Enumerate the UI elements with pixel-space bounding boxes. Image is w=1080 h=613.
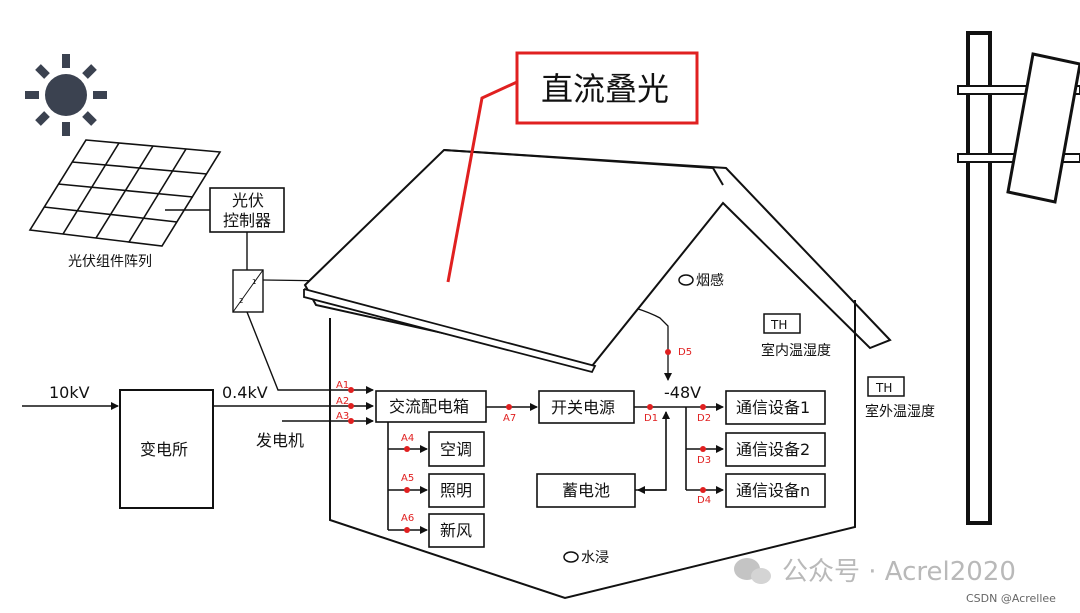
point-d1-label: D1 xyxy=(644,413,658,424)
water-sensor-icon xyxy=(563,551,579,563)
point-a4-label: A4 xyxy=(401,433,414,444)
title-callout-text: 直流叠光 xyxy=(541,70,669,108)
bus-voltage-label: 0.4kV xyxy=(222,383,268,402)
load-lighting-label: 照明 xyxy=(440,481,472,500)
telecom-n-box xyxy=(725,473,826,508)
load-ac-box xyxy=(428,431,485,467)
utility-pole-icon xyxy=(957,31,1080,525)
ac-box-label: 交流配电箱 xyxy=(389,397,469,416)
point-a3-dot xyxy=(348,418,354,424)
sun-icon xyxy=(25,54,107,136)
title-callout-box xyxy=(515,51,699,125)
converter-mark-top: 1 xyxy=(252,278,256,286)
telecom-2-box xyxy=(725,432,826,467)
indoor-th-tag xyxy=(763,313,801,334)
point-a3-label: A3 xyxy=(336,411,349,422)
load-ac-label: 空调 xyxy=(440,440,472,459)
point-d5-dot xyxy=(665,349,671,355)
telecom-2-label: 通信设备2 xyxy=(736,440,810,459)
load-fresh-air-box xyxy=(428,513,485,548)
psu-label: 开关电源 xyxy=(551,398,615,417)
solar-panel-icon xyxy=(28,139,222,247)
substation-box xyxy=(119,389,214,509)
point-a4-dot xyxy=(404,446,410,452)
point-a2-label: A2 xyxy=(336,396,349,407)
point-d4-dot xyxy=(700,487,706,493)
point-d5-label: D5 xyxy=(678,347,692,358)
point-a5-dot xyxy=(404,487,410,493)
pv-controller-label-1: 光伏 xyxy=(232,191,264,210)
watermark-text: 公众号 · Acrel2020 xyxy=(782,557,1016,587)
smoke-sensor-icon xyxy=(678,274,694,286)
point-a5-label: A5 xyxy=(401,473,414,484)
point-a1-dot xyxy=(348,387,354,393)
indoor-th-label: 室内温湿度 xyxy=(761,342,831,359)
substation-label: 变电所 xyxy=(140,440,188,459)
wechat-icon xyxy=(734,558,771,584)
load-fresh-air-label: 新风 xyxy=(440,521,472,540)
roof-pv-strip xyxy=(303,288,597,374)
indoor-th-text: TH xyxy=(770,318,787,332)
point-a1-label: A1 xyxy=(336,380,349,391)
point-d4-label: D4 xyxy=(697,495,711,506)
water-sensor-label: 水浸 xyxy=(581,550,609,566)
point-d3-dot xyxy=(700,446,706,452)
load-lighting-box xyxy=(428,473,485,508)
outdoor-th-tag xyxy=(867,376,905,397)
outdoor-th-label: 室外温湿度 xyxy=(865,403,935,420)
credit-text: CSDN @Acrellee xyxy=(966,592,1056,605)
point-a7-label: A7 xyxy=(503,413,516,424)
point-d2-label: D2 xyxy=(697,413,711,424)
point-d3-label: D3 xyxy=(697,455,711,466)
telecom-n-label: 通信设备n xyxy=(736,481,810,500)
outdoor-th-text: TH xyxy=(875,381,892,395)
grid-input-voltage: 10kV xyxy=(49,383,90,402)
dc-dc-converter-icon: 1 2 xyxy=(232,269,264,313)
telecom-1-box xyxy=(725,390,826,425)
smoke-sensor-label: 烟感 xyxy=(696,272,724,289)
callout-pointer xyxy=(446,80,518,283)
dc-voltage-label: -48V xyxy=(664,383,701,402)
generator-label: 发电机 xyxy=(256,431,304,450)
house-outline xyxy=(303,148,892,600)
point-d2-dot xyxy=(700,404,706,410)
point-a7-dot xyxy=(506,404,512,410)
ac-box xyxy=(375,390,487,423)
psu-box xyxy=(538,390,635,424)
pv-array-label: 光伏组件阵列 xyxy=(68,254,152,270)
converter-to-bus-line xyxy=(246,311,336,391)
point-d1-dot xyxy=(647,404,653,410)
battery-box xyxy=(536,473,636,508)
telecom-1-label: 通信设备1 xyxy=(736,398,810,417)
converter-mark-bottom: 2 xyxy=(239,297,243,305)
battery-label: 蓄电池 xyxy=(562,481,610,500)
point-a6-label: A6 xyxy=(401,513,414,524)
pv-controller-label-2: 控制器 xyxy=(223,211,271,230)
point-a2-dot xyxy=(348,403,354,409)
point-a6-dot xyxy=(404,527,410,533)
